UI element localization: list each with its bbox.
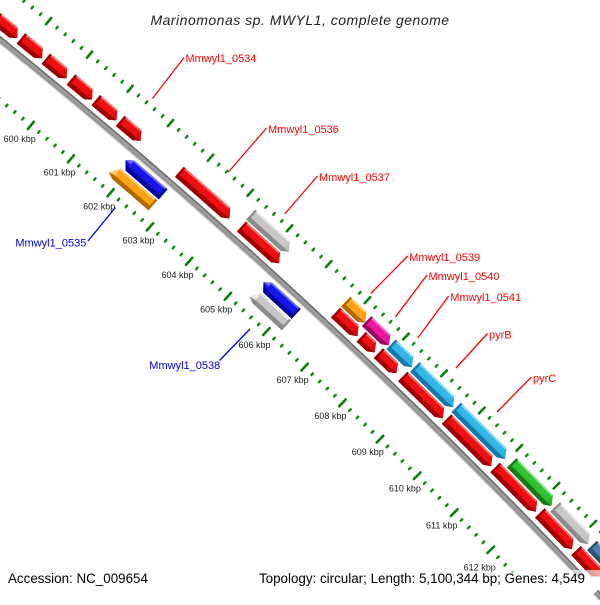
svg-text:Mmwyl1_0534: Mmwyl1_0534 (186, 53, 257, 65)
svg-text:602 kbp: 602 kbp (83, 201, 115, 211)
svg-text:609 kbp: 609 kbp (352, 447, 384, 457)
svg-text:Mmwyl1_0536: Mmwyl1_0536 (268, 124, 339, 136)
svg-text:Mmwyl1_0540: Mmwyl1_0540 (429, 271, 500, 283)
svg-text:Marinomonas sp. MWYL1, complet: Marinomonas sp. MWYL1, complete genome (150, 12, 449, 28)
svg-text:611 kbp: 611 kbp (426, 520, 457, 530)
svg-text:600 kbp: 600 kbp (4, 134, 36, 144)
svg-text:601 kbp: 601 kbp (44, 168, 76, 178)
svg-text:603 kbp: 603 kbp (122, 235, 154, 245)
svg-text:610 kbp: 610 kbp (389, 484, 421, 494)
svg-text:604 kbp: 604 kbp (161, 270, 193, 280)
svg-text:Mmwyl1_0537: Mmwyl1_0537 (319, 172, 390, 184)
svg-text:pyrC: pyrC (533, 373, 556, 385)
svg-text:Topology: circular; Length: 5,: Topology: circular; Length: 5,100,344 bp… (259, 571, 585, 586)
svg-text:606 kbp: 606 kbp (238, 340, 270, 350)
svg-text:Mmwyl1_0535: Mmwyl1_0535 (15, 238, 86, 250)
svg-text:Mmwyl1_0541: Mmwyl1_0541 (450, 292, 521, 304)
svg-text:608 kbp: 608 kbp (314, 411, 346, 421)
svg-text:pyrB: pyrB (489, 330, 512, 342)
svg-text:605 kbp: 605 kbp (200, 305, 232, 315)
svg-text:Accession: NC_009654: Accession: NC_009654 (8, 571, 148, 586)
svg-text:Mmwyl1_0538: Mmwyl1_0538 (149, 360, 220, 372)
svg-text:607 kbp: 607 kbp (277, 375, 309, 385)
svg-text:Mmwyl1_0539: Mmwyl1_0539 (409, 252, 480, 264)
